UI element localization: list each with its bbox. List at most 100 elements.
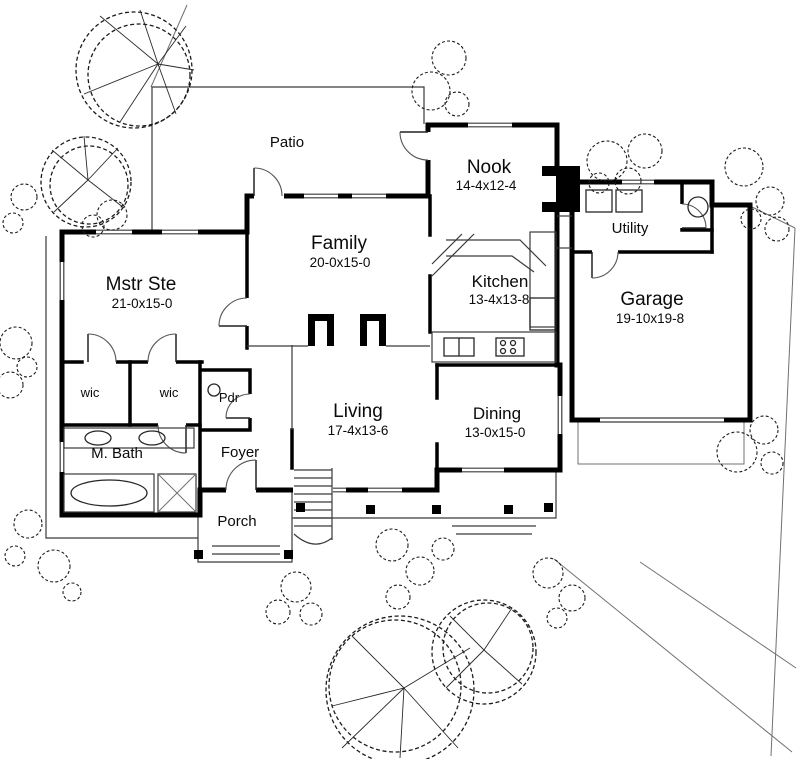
- bush: [96, 199, 128, 231]
- bush: [16, 356, 38, 378]
- kitchen-fixtures: [431, 231, 557, 363]
- dryer: [615, 189, 643, 213]
- bush: [716, 431, 758, 473]
- door-master: [218, 297, 251, 327]
- interior-walls: [60, 180, 714, 492]
- door-utility-garage: [591, 248, 619, 279]
- bush: [0, 371, 24, 399]
- utility-fixtures: [585, 189, 709, 218]
- bush: [740, 208, 762, 230]
- room-dims-living: 17-4x13-6: [328, 423, 389, 438]
- bush: [37, 549, 71, 583]
- window: [462, 466, 504, 474]
- room-labels: Patio Nook 14-4x12-4 Utility Family 20-0…: [80, 134, 685, 530]
- bush: [385, 584, 411, 610]
- room-dims-family: 20-0x15-0: [310, 255, 371, 270]
- room-label-living: Living: [333, 401, 383, 422]
- post: [544, 503, 553, 512]
- tree: [40, 135, 132, 228]
- doors: [87, 131, 724, 494]
- room-label-pdr: Pdr: [219, 390, 240, 405]
- water-heater: [687, 196, 709, 218]
- room-label-wic-left: wic: [80, 385, 100, 400]
- driveway-apron: [577, 420, 745, 465]
- bush: [0, 326, 33, 360]
- tree: [325, 615, 475, 759]
- patio-outline: [151, 86, 425, 230]
- kitchen-counter-bottom: [431, 331, 557, 363]
- front-porch-outline: [197, 490, 293, 563]
- window: [162, 228, 198, 236]
- powder-sink: [207, 383, 221, 397]
- door-wic-right: [147, 333, 177, 366]
- bathtub: [63, 473, 155, 513]
- garage-utility-walls: [569, 179, 753, 423]
- room-label-kitchen: Kitchen: [472, 272, 529, 291]
- window: [58, 262, 66, 300]
- media-niche-left: [308, 314, 334, 346]
- kitchen-counter-angled: [446, 239, 547, 267]
- room-dims-garage: 19-10x19-8: [616, 311, 684, 326]
- bush: [280, 571, 312, 603]
- staircase: [293, 468, 333, 545]
- post: [284, 550, 293, 559]
- bush: [81, 214, 105, 238]
- room-label-porch: Porch: [217, 513, 256, 530]
- room-label-family: Family: [311, 233, 367, 254]
- room-label-m-bath: M. Bath: [91, 445, 143, 462]
- bush: [588, 172, 610, 194]
- left-porch-band: [45, 236, 198, 539]
- door-wic-left: [87, 333, 117, 366]
- window: [556, 396, 564, 434]
- bush: [749, 415, 779, 445]
- post: [504, 505, 513, 514]
- bush: [4, 545, 26, 567]
- room-label-dining: Dining: [473, 404, 521, 423]
- door-nook-patio: [399, 131, 432, 161]
- room-label-garage: Garage: [620, 289, 683, 310]
- bush: [62, 582, 82, 602]
- refrigerator: [529, 297, 557, 331]
- bush: [431, 40, 467, 76]
- bush: [764, 216, 790, 242]
- bush: [724, 147, 764, 187]
- window: [622, 178, 654, 186]
- bush: [614, 167, 642, 195]
- bath-fixtures: [63, 383, 221, 513]
- bush: [546, 607, 568, 629]
- bush: [405, 556, 435, 586]
- corner-pantry: [431, 233, 475, 277]
- vanity: [63, 427, 195, 449]
- bush: [299, 602, 323, 626]
- bush: [558, 584, 586, 612]
- washer: [585, 189, 613, 213]
- range: [495, 337, 525, 357]
- vegetation: [0, 9, 790, 759]
- room-label-nook: Nook: [467, 157, 512, 178]
- bush: [13, 509, 43, 539]
- room-label-utility: Utility: [612, 220, 649, 237]
- room-dims-dining: 13-0x15-0: [465, 425, 526, 440]
- post: [432, 505, 441, 514]
- room-label-foyer: Foyer: [221, 444, 259, 461]
- window: [304, 192, 338, 200]
- windows: [58, 121, 654, 494]
- garage-door: [600, 416, 724, 424]
- bush: [627, 133, 663, 169]
- bush: [755, 186, 785, 216]
- bush: [431, 537, 455, 561]
- room-label-patio: Patio: [270, 134, 304, 151]
- media-niche-right: [360, 314, 386, 346]
- post: [296, 503, 305, 512]
- window: [468, 121, 512, 129]
- door-front-entry: [225, 459, 257, 494]
- property-lines: [150, 4, 797, 757]
- room-label-mstr-ste: Mstr Ste: [106, 274, 177, 295]
- room-dims-kitchen: 13-4x13-8: [469, 292, 530, 307]
- living-dining-porch-outline: [291, 472, 557, 535]
- sink: [138, 430, 166, 446]
- post: [194, 550, 203, 559]
- bush: [411, 71, 451, 111]
- door-utility-closet: [678, 203, 707, 229]
